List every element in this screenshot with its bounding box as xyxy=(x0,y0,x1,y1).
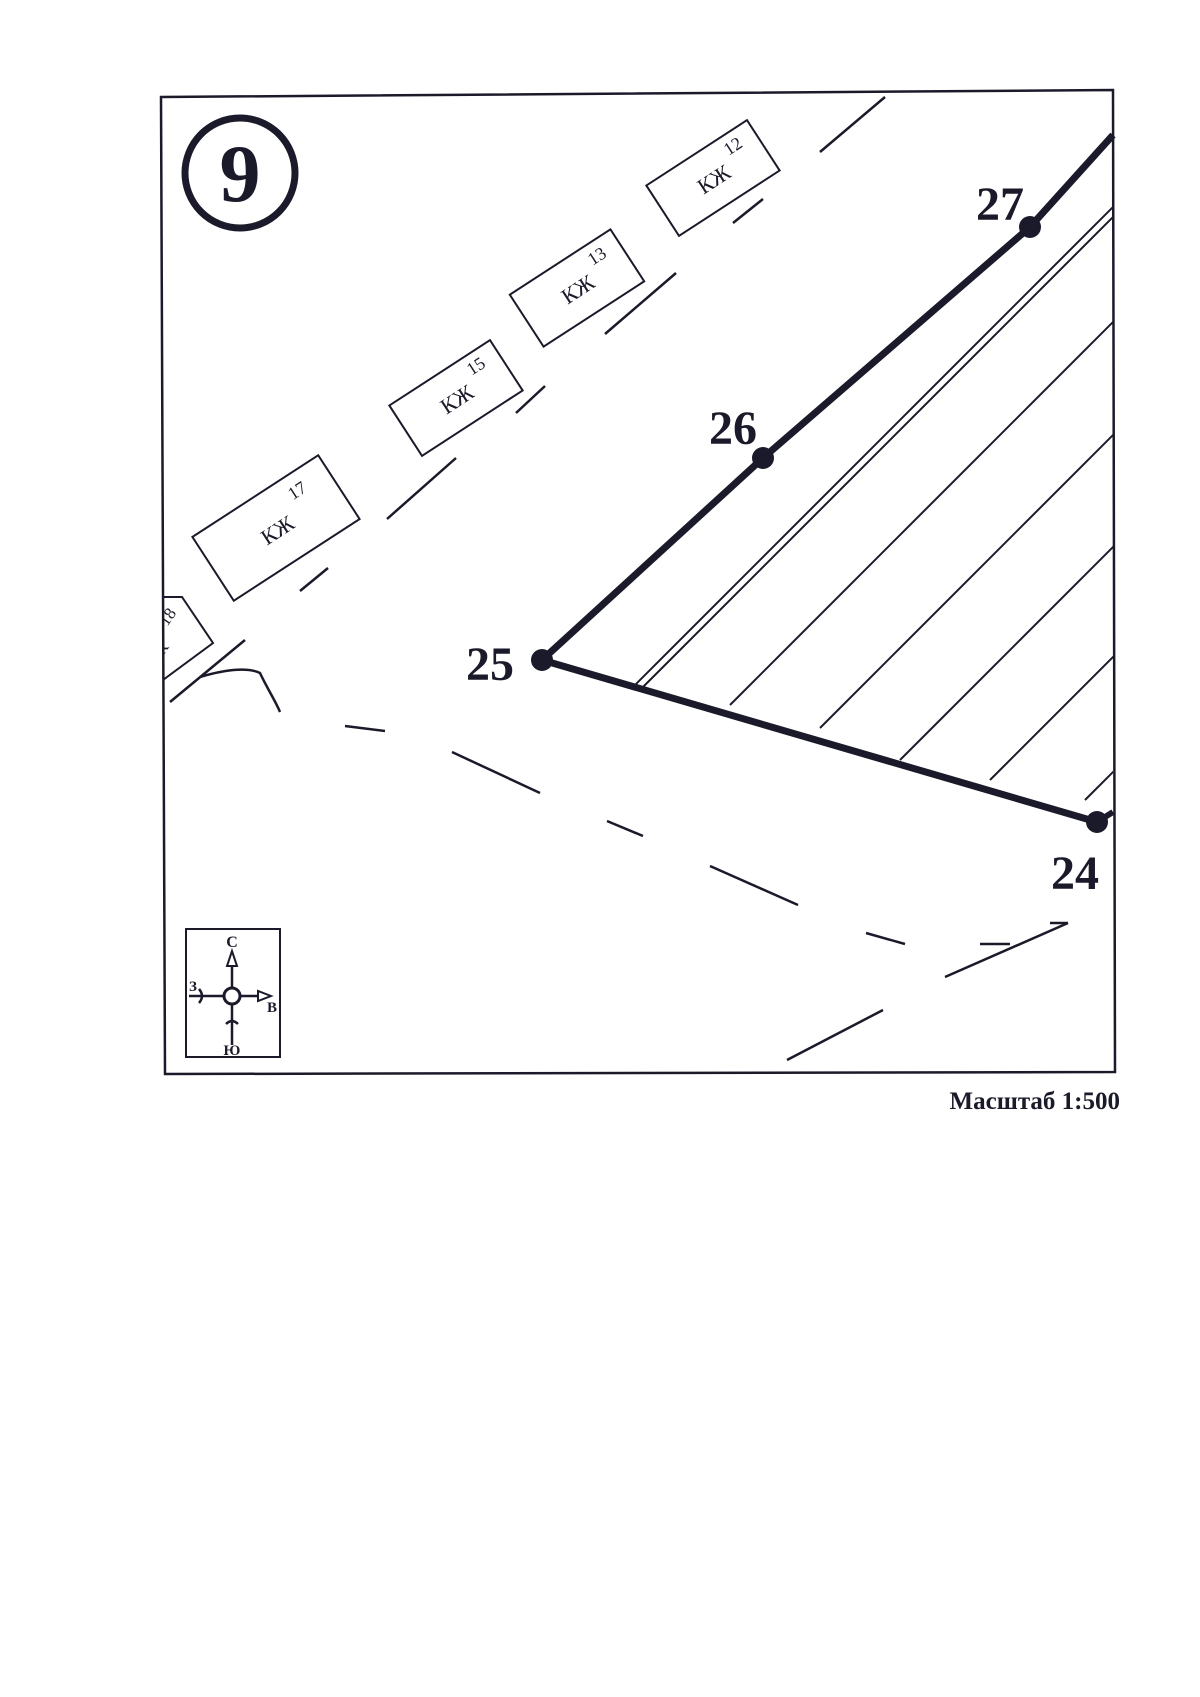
road-centerline-dashes xyxy=(344,724,1010,946)
boundary-point-label: 24 xyxy=(1051,847,1099,900)
building-type: КЖ xyxy=(557,269,600,309)
boundary-point-26: 26 xyxy=(709,402,774,469)
boundary-point-label: 27 xyxy=(976,178,1024,231)
building-outline xyxy=(387,338,525,458)
compass-east-label: В xyxy=(267,1000,277,1016)
sheet-number-circle xyxy=(181,114,299,232)
building-outline xyxy=(191,453,361,603)
map-border xyxy=(159,88,1117,1076)
north-arrow-icon xyxy=(225,947,239,967)
scale-label: Масштаб 1:500 xyxy=(949,1088,1120,1115)
building-number: 13 xyxy=(584,243,610,270)
boundary-point-marker xyxy=(531,649,553,671)
building-number: 17 xyxy=(284,477,310,504)
road-curve xyxy=(199,668,282,713)
boundary-point-marker xyxy=(752,447,774,469)
compass-west-label: З xyxy=(189,979,197,995)
road-edge-lower xyxy=(786,921,1069,1062)
compass-frame xyxy=(185,928,281,1058)
parcel-boundary xyxy=(538,132,1116,826)
building-outline xyxy=(508,227,646,349)
compass-north-label: С xyxy=(226,934,238,951)
building-type: КЖ xyxy=(256,510,299,550)
building-number: 18 xyxy=(155,604,180,629)
road-edge-dashes xyxy=(169,96,886,703)
compass-south-label: Ю xyxy=(224,1043,241,1059)
building-15: КЖ 15 xyxy=(387,338,525,458)
compass-rose: С Ю З В xyxy=(185,928,281,1059)
boundary-point-label: 26 xyxy=(709,402,757,455)
boundary-point-label: 25 xyxy=(466,638,514,691)
south-arrow-icon xyxy=(225,1019,239,1025)
building-type: КЖ xyxy=(693,159,736,199)
east-arrow-icon xyxy=(257,989,274,1003)
building-number: 15 xyxy=(463,353,489,380)
sheet-number-badge: 9 xyxy=(181,114,299,232)
building-number: 12 xyxy=(720,133,746,160)
compass-center xyxy=(222,986,242,1006)
boundary-point-27: 27 xyxy=(976,178,1041,238)
boundary-point-24: 24 xyxy=(1051,811,1108,900)
building-type: К xyxy=(149,637,173,659)
building-outline xyxy=(162,596,215,681)
building-13: КЖ 13 xyxy=(508,227,646,349)
boundary-point-25: 25 xyxy=(466,638,553,691)
sheet-number: 9 xyxy=(220,128,261,219)
building-outline xyxy=(644,118,782,238)
building-18: 18 К xyxy=(149,596,215,681)
boundary-point-marker xyxy=(1019,216,1041,238)
west-arrow-icon xyxy=(198,988,204,1004)
building-12: КЖ 12 xyxy=(644,118,782,238)
building-17: КЖ 17 xyxy=(191,453,361,603)
boundary-point-marker xyxy=(1086,811,1108,833)
building-type: КЖ xyxy=(436,379,479,419)
